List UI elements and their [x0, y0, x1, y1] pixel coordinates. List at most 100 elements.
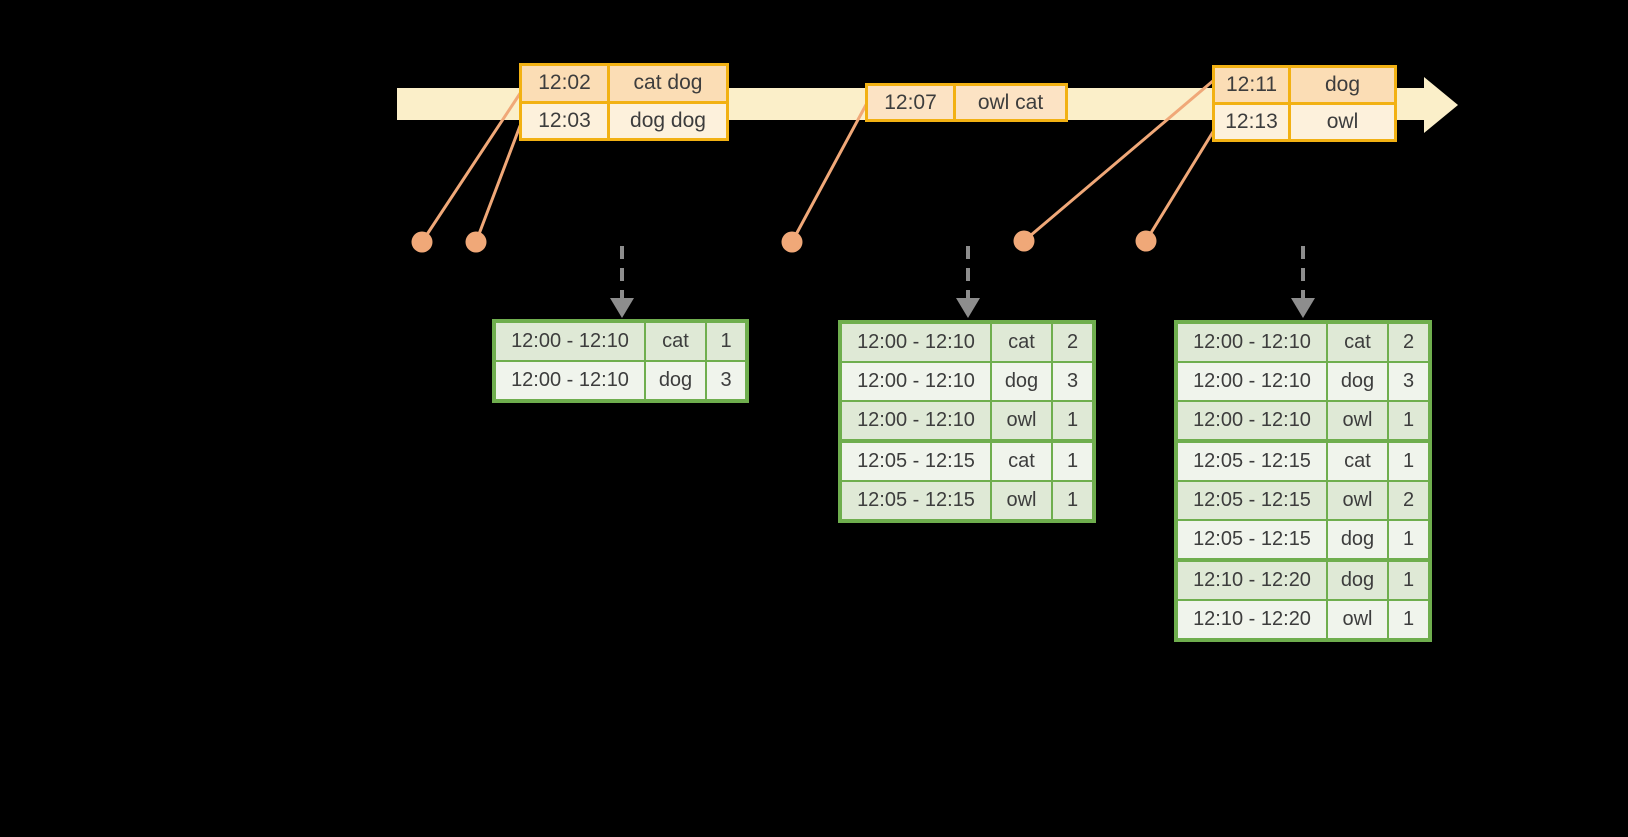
result-window-cell: 12:00 - 12:10 — [496, 362, 644, 399]
event-time-cell: 12:11 — [1215, 68, 1288, 102]
result-window-cell: 12:05 - 12:15 — [842, 443, 990, 480]
result-word-cell: owl — [1328, 482, 1387, 519]
result-word-cell: dog — [1328, 521, 1387, 558]
event-connector-line — [1022, 78, 1216, 243]
event-connector-line — [420, 90, 523, 244]
event-time-cell: 12:07 — [868, 86, 953, 119]
event-words-cell: dog dog — [610, 103, 726, 138]
result-count-cell: 1 — [1053, 402, 1092, 439]
result-word-cell: dog — [646, 362, 705, 399]
result-word-cell: dog — [992, 363, 1051, 400]
result-window-cell: 12:00 - 12:10 — [842, 402, 990, 439]
event-words-cell: owl — [1291, 105, 1394, 139]
result-window-cell: 12:00 - 12:10 — [1178, 363, 1326, 400]
result-word-cell: cat — [646, 323, 705, 360]
result-count-cell: 1 — [1389, 562, 1428, 599]
result-window-cell: 12:05 - 12:15 — [842, 482, 990, 519]
event-connector-line — [474, 124, 522, 244]
result-word-cell: cat — [1328, 324, 1387, 361]
result-window-cell: 12:00 - 12:10 — [496, 323, 644, 360]
result-count-cell: 1 — [1389, 402, 1428, 439]
result-count-cell: 1 — [1053, 443, 1092, 480]
result-word-cell: owl — [992, 402, 1051, 439]
result-count-cell: 1 — [1389, 601, 1428, 638]
event-connector-line — [1144, 125, 1218, 243]
timeline-arrowhead-icon — [1424, 77, 1458, 133]
result-word-cell: cat — [1328, 443, 1387, 480]
result-count-cell: 2 — [1389, 482, 1428, 519]
result-count-cell: 3 — [1389, 363, 1428, 400]
event-time-cell: 12:13 — [1215, 105, 1288, 139]
trigger-arrow-icon — [1291, 246, 1315, 318]
event-words-cell: owl cat — [956, 86, 1065, 119]
result-count-cell: 1 — [1389, 521, 1428, 558]
result-word-cell: owl — [1328, 601, 1387, 638]
trigger-arrow-icon — [610, 246, 634, 318]
event-words-cell: dog — [1291, 68, 1394, 102]
result-count-cell: 1 — [707, 323, 745, 360]
event-words-cell: cat dog — [610, 66, 726, 101]
event-dot-icon — [465, 231, 487, 253]
result-window-cell: 12:05 - 12:15 — [1178, 521, 1326, 558]
event-dot-icon — [411, 231, 433, 253]
result-window-cell: 12:00 - 12:10 — [1178, 324, 1326, 361]
result-count-cell: 1 — [1053, 482, 1092, 519]
result-window-cell: 12:00 - 12:10 — [842, 363, 990, 400]
result-window-cell: 12:10 - 12:20 — [1178, 601, 1326, 638]
result-window-cell: 12:00 - 12:10 — [1178, 402, 1326, 439]
result-window-cell: 12:10 - 12:20 — [1178, 562, 1326, 599]
result-count-cell: 2 — [1389, 324, 1428, 361]
trigger-arrow-icon — [956, 246, 980, 318]
event-time-cell: 12:02 — [522, 66, 607, 101]
result-word-cell: owl — [992, 482, 1051, 519]
result-word-cell: dog — [1328, 562, 1387, 599]
event-connector-line — [790, 101, 869, 244]
result-word-cell: cat — [992, 443, 1051, 480]
event-time-cell: 12:03 — [522, 103, 607, 138]
result-window-cell: 12:05 - 12:15 — [1178, 482, 1326, 519]
result-window-cell: 12:05 - 12:15 — [1178, 443, 1326, 480]
event-dot-icon — [1135, 230, 1157, 252]
result-word-cell: owl — [1328, 402, 1387, 439]
result-count-cell: 2 — [1053, 324, 1092, 361]
result-word-cell: cat — [992, 324, 1051, 361]
result-word-cell: dog — [1328, 363, 1387, 400]
event-dot-icon — [1013, 230, 1035, 252]
result-count-cell: 1 — [1389, 443, 1428, 480]
result-count-cell: 3 — [1053, 363, 1092, 400]
result-count-cell: 3 — [707, 362, 745, 399]
result-window-cell: 12:00 - 12:10 — [842, 324, 990, 361]
